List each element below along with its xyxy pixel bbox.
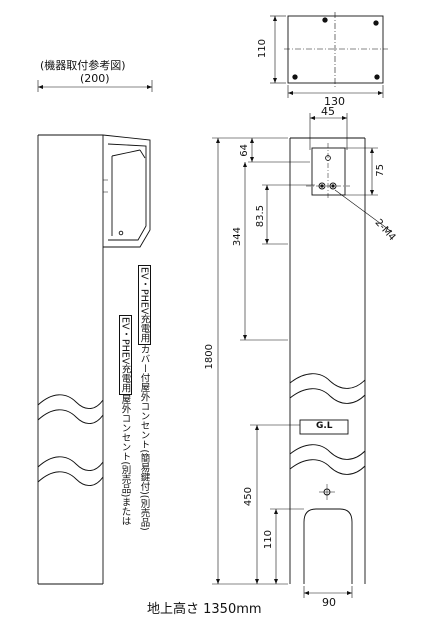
note-line-1-text: 屋外コンセント(別売品)または xyxy=(119,394,131,526)
dim-1800: 1800 xyxy=(204,344,215,370)
dim-83-5: 83.5 xyxy=(255,205,266,228)
gl-mark: G.L xyxy=(316,421,333,431)
dim-344: 344 xyxy=(232,227,243,247)
dim-110-bottom: 110 xyxy=(263,530,274,550)
dim-45: 45 xyxy=(321,105,335,118)
note-line-2: EV・PHEV充電用カバー付屋外コンセント(簡易鍵付)(別売品) xyxy=(137,265,151,531)
note-line-2-prefix: EV・PHEV充電用 xyxy=(137,265,151,345)
dim-top-110: 110 xyxy=(257,39,268,59)
dim-64: 64 xyxy=(239,144,250,157)
top-view-square xyxy=(287,15,384,84)
dim-75: 75 xyxy=(375,164,386,177)
note-line-1-prefix: EV・PHEV充電用 xyxy=(118,315,132,395)
note-line-2-text: カバー付屋外コンセント(簡易鍵付)(別売品) xyxy=(138,344,150,531)
dim-top-130: 130 xyxy=(324,95,345,108)
note-line-1: EV・PHEV充電用屋外コンセント(別売品)または xyxy=(118,315,132,526)
height-above-ground: 地上高さ 1350mm xyxy=(147,602,262,617)
drawing-caption: (機器取付参考図) xyxy=(40,59,126,72)
dim-450: 450 xyxy=(243,487,254,507)
dim-width-200: (200) xyxy=(80,72,110,85)
dim-90: 90 xyxy=(322,596,336,609)
